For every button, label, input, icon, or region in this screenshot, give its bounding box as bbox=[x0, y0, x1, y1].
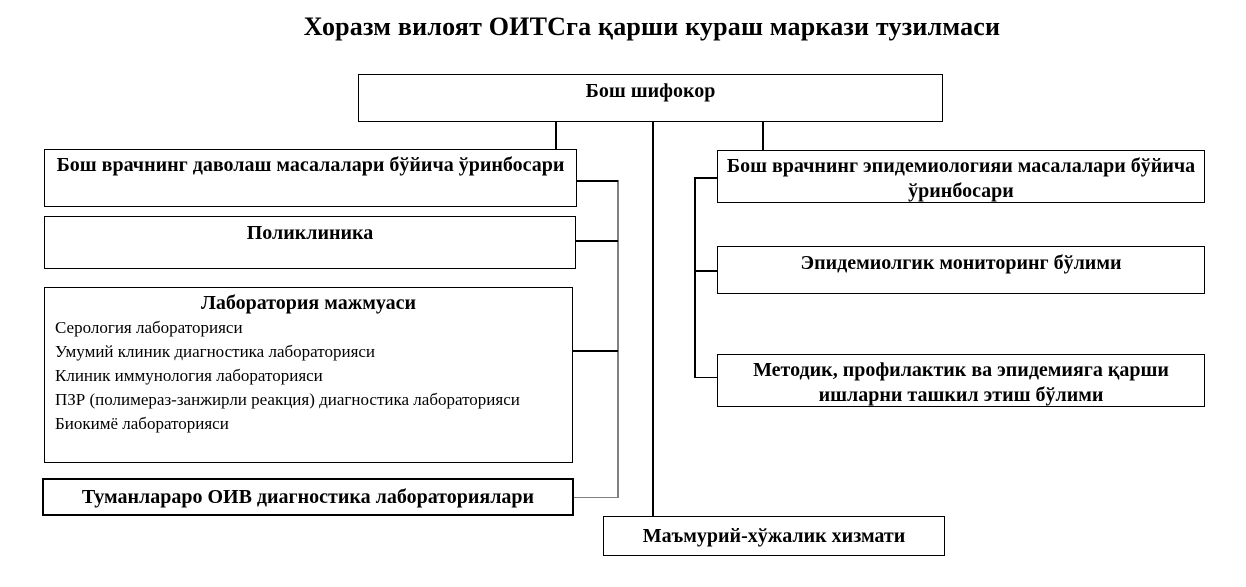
connector-laboratory-branch bbox=[573, 350, 618, 352]
node-chief-doctor-label: Бош шифокор bbox=[585, 80, 716, 102]
node-polyclinic-label: Поликлиника bbox=[246, 222, 374, 244]
node-hiv-labs: Туманлараро ОИВ диагностика лабораториял… bbox=[42, 478, 574, 516]
node-epid-monitoring: Эпидемиолгик мониторинг бўлими bbox=[717, 246, 1205, 294]
connector-right-deputy-branch bbox=[694, 177, 717, 179]
laboratory-item: Клиник иммунология лабораторияси bbox=[55, 366, 323, 385]
node-admin-service-label: Маъмурий-хўжалик хизмати bbox=[642, 525, 906, 547]
node-methodic: Методик, профилактик ва эпидемияга қарши… bbox=[717, 354, 1205, 407]
laboratory-item: ПЗР (полимераз-занжирли реакция) диагнос… bbox=[55, 390, 520, 409]
connector-right-spine bbox=[694, 177, 696, 378]
node-hiv-labs-label: Туманлараро ОИВ диагностика лабораториял… bbox=[81, 486, 535, 508]
node-right-deputy-label: Бош врачнинг эпидемиологияи масалалари б… bbox=[726, 155, 1196, 202]
node-laboratory-title: Лаборатория мажмуаси bbox=[200, 292, 417, 314]
connector-epid-monitoring-branch bbox=[694, 270, 717, 272]
connector-left-deputy-branch bbox=[577, 180, 618, 182]
connector-chief-to-admin bbox=[652, 122, 654, 516]
node-left-deputy: Бош врачнинг даволаш масалалари бўйича ў… bbox=[44, 149, 577, 207]
laboratory-item: Биокимё лабораторияси bbox=[55, 414, 229, 433]
node-methodic-label: Методик, профилактик ва эпидемияга қарши… bbox=[753, 359, 1169, 406]
page-title: Хоразм вилоят ОИТСга қарши кураш маркази… bbox=[303, 12, 1001, 41]
node-laboratory-complex: Лаборатория мажмуаси Серология лаборатор… bbox=[44, 287, 573, 463]
node-chief-doctor: Бош шифокор bbox=[358, 74, 943, 122]
connector-chief-to-right-deputy bbox=[762, 122, 764, 150]
node-right-deputy: Бош врачнинг эпидемиологияи масалалари б… bbox=[717, 150, 1205, 203]
laboratory-item: Серология лабораторияси bbox=[55, 318, 243, 337]
connector-polyclinic-branch bbox=[576, 240, 618, 242]
connector-hiv-labs-branch bbox=[574, 496, 618, 498]
connector-left-spine bbox=[617, 180, 619, 498]
connector-methodic-branch bbox=[694, 376, 717, 378]
laboratory-item: Умумий клиник диагностика лабораторияси bbox=[55, 342, 376, 361]
node-left-deputy-label: Бош врачнинг даволаш масалалари бўйича ў… bbox=[56, 154, 565, 176]
node-polyclinic: Поликлиника bbox=[44, 216, 576, 269]
node-epid-monitoring-label: Эпидемиолгик мониторинг бўлими bbox=[800, 252, 1122, 274]
connector-chief-to-left-deputy bbox=[555, 122, 557, 149]
node-admin-service: Маъмурий-хўжалик хизмати bbox=[603, 516, 945, 556]
